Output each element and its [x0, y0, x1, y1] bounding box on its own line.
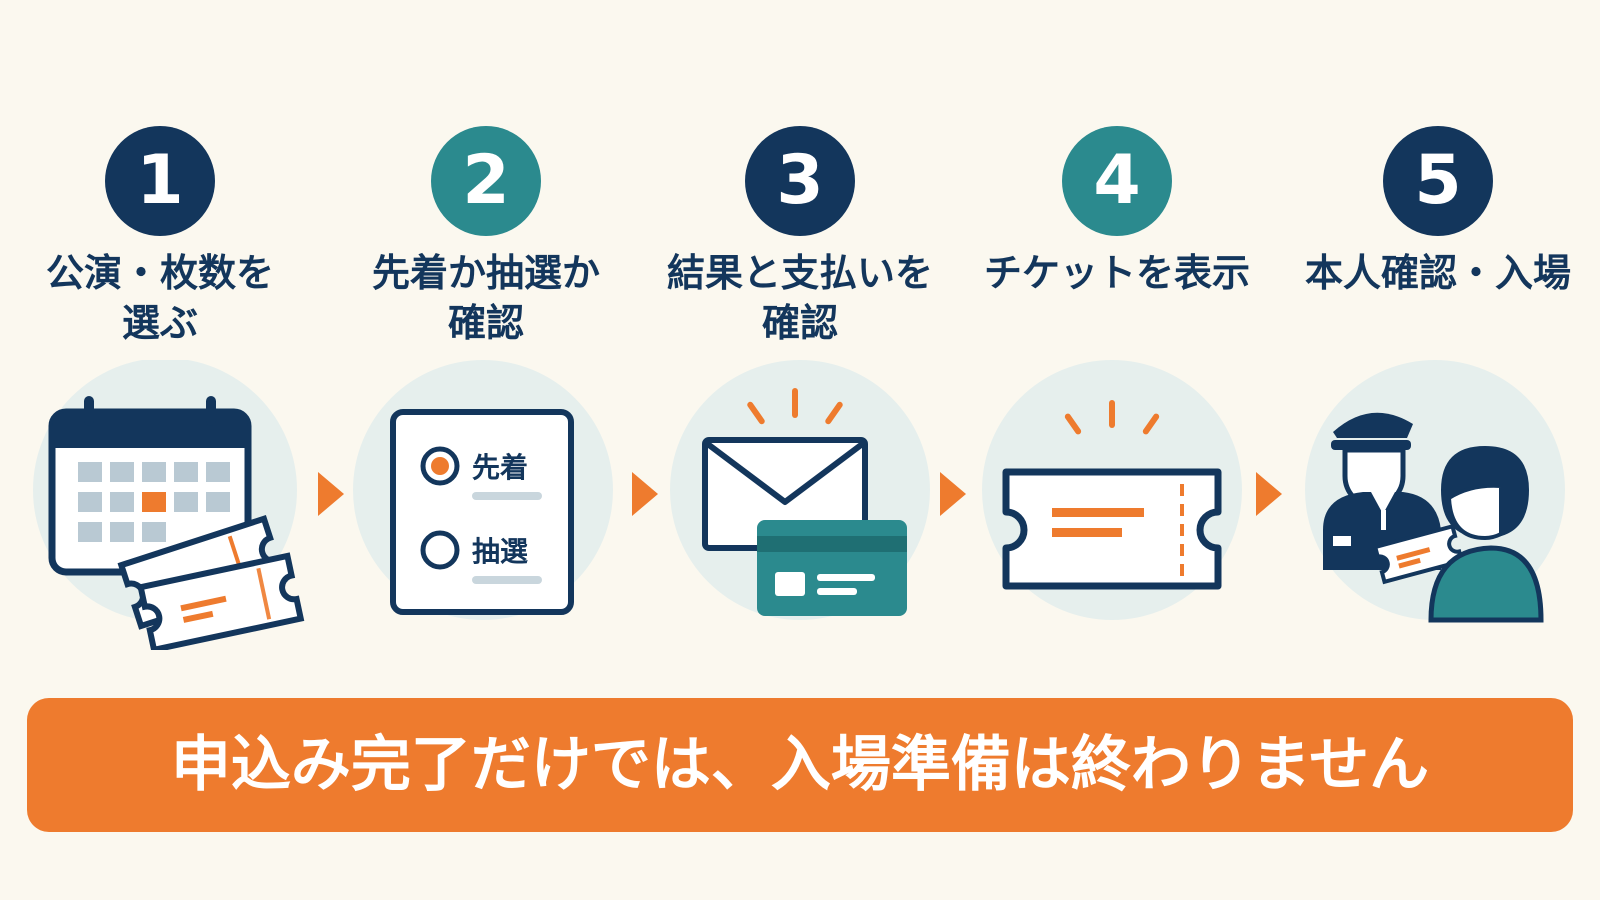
- checklist-icon: 先着 抽選: [353, 360, 613, 620]
- step-number-badge: 1: [105, 126, 215, 236]
- arrow-icon: [1256, 472, 1282, 516]
- arrow-icon: [318, 472, 344, 516]
- ticket-icon: [982, 360, 1242, 620]
- option-first-come-label: 先着: [472, 451, 528, 484]
- step-title: 公演・枚数を 選ぶ: [45, 251, 274, 345]
- step-number-badge: 2: [431, 126, 541, 236]
- option-lottery-label: 抽選: [472, 535, 528, 568]
- staff-entry-icon: [1305, 360, 1565, 623]
- step-number-badge: 5: [1383, 126, 1493, 236]
- step-title: 本人確認・入場: [1304, 251, 1571, 295]
- mail-card-icon: [670, 360, 930, 620]
- step-title: 結果と支払いを 確認: [666, 251, 933, 345]
- summary-banner: 申込み完了だけでは、入場準備は終わりません: [27, 698, 1573, 832]
- step-title: 先着か抽選か 確認: [371, 251, 600, 345]
- step-number-badge: 4: [1062, 126, 1172, 236]
- arrow-icon: [632, 472, 658, 516]
- arrow-icon: [940, 472, 966, 516]
- step-title: チケットを表示: [983, 251, 1250, 295]
- step-number-badge: 3: [745, 126, 855, 236]
- calendar-tickets-icon: [33, 360, 305, 650]
